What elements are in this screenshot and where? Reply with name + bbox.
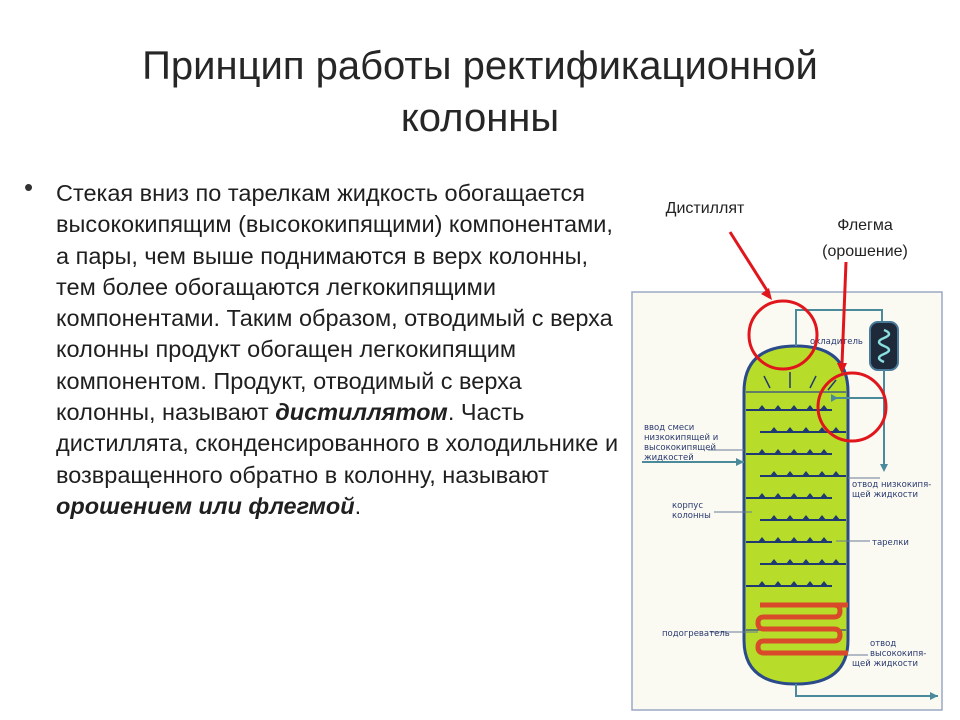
callout-reflux-line-2: (орошение) [822,243,908,260]
feed-label-2: низкокипящей и [644,433,718,443]
feed-arrow-icon [736,458,744,466]
callout-distillate-label: Дистиллят [665,200,745,217]
heater-label: подогреватель [662,629,730,639]
distillate-callout-arrow [728,231,770,293]
low-out-label-1: отвод низкокипя- [852,480,931,490]
cooler-label: охладитель [810,337,863,347]
distillate-out-arrow-icon [880,464,888,472]
trays-label: тарелки [872,538,909,548]
high-out-label-3: щей жидкости [852,659,918,669]
distillate-callout-arrowhead-icon [761,288,772,300]
callout-reflux-label: Флегма (орошение) [800,213,930,265]
heater-coil-icon [755,602,848,656]
title-line-1: Принцип работы ректификационной [142,44,818,88]
term-distillate: дистиллятом [275,399,448,426]
slide-title: Принцип работы ректификационной колонны [80,40,880,144]
callout-reflux-line-1: Флегма [837,217,893,234]
cooler-coil-icon [877,328,891,364]
high-out-label-1: отвод [870,639,896,649]
reflux-arrow-icon [831,394,838,402]
vapor-pipe [795,309,883,346]
reflux-callout-circle [816,371,888,443]
term-reflux: орошением или флегмой [56,492,355,519]
feed-label-1: ввод смеси [644,423,694,433]
paragraph-text-b: . Часть дистиллята, сконденсированного в… [56,399,619,488]
bullet-dot-icon: • [24,172,34,202]
feed-label-4: жидкостей [644,453,694,463]
high-out-label-2: высококипя- [870,649,926,659]
low-out-label-2: щей жидкости [852,490,918,500]
body-label-2: колонны [672,511,711,521]
reflux-callout-arrow [840,261,848,365]
bullet-paragraph: Стекая вниз по тарелкам жидкость обогаща… [56,178,624,522]
bottoms-arrow-icon [930,692,938,700]
bullet-item: • Стекая вниз по тарелкам жидкость обога… [24,172,624,522]
distillate-callout-circle [747,299,819,371]
reflux-callout-arrowhead-icon [837,363,847,374]
body-label-1: корпус [672,501,703,511]
bottoms-pipe [795,684,938,697]
title-line-2: колонны [400,96,560,140]
vapor-arrows-icon [763,372,837,391]
feed-label-3: высококипящей [644,443,716,453]
tray-caps-icon [758,405,840,586]
paragraph-text-c: . [354,492,362,519]
leader-lines [708,449,880,656]
paragraph-text-a: Стекая вниз по тарелкам жидкость обогаща… [56,180,613,426]
